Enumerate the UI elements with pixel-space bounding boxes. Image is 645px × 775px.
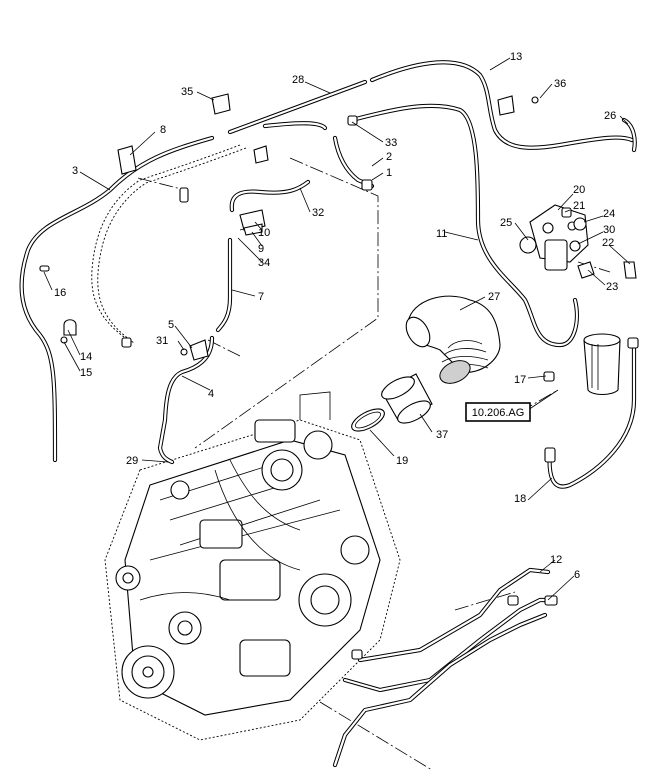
callout-8[interactable]: 8 [160,124,166,136]
callout-5[interactable]: 5 [168,319,174,331]
callout-34[interactable]: 34 [258,257,270,269]
plug-16 [39,265,50,272]
clip-36 [497,95,515,116]
callout-20[interactable]: 20 [573,184,585,196]
callout-16[interactable]: 16 [54,287,66,299]
hose-33 [332,135,375,189]
callout-27[interactable]: 27 [488,291,500,303]
fitting-24 [573,217,587,231]
callout-26[interactable]: 26 [604,110,616,122]
hose-3 [19,135,215,463]
callout-28[interactable]: 28 [292,74,304,86]
callout-18[interactable]: 18 [514,493,526,505]
callout-17[interactable]: 17 [514,374,526,386]
callout-4[interactable]: 4 [208,388,214,400]
callout-25[interactable]: 25 [500,217,512,229]
clamp-14 [63,319,77,336]
hose-18 [547,342,637,489]
callout-13[interactable]: 13 [510,51,522,63]
callout-33[interactable]: 33 [385,137,397,149]
clip-8 [117,145,137,175]
clamp-9 [243,223,263,236]
callout-31[interactable]: 31 [156,335,168,347]
callout-1[interactable]: 1 [386,167,392,179]
intake-elbow-27 [405,295,501,384]
callout-7[interactable]: 7 [258,291,264,303]
hose-dotted-return [91,144,241,341]
pipe-6 [332,612,548,768]
reference-label: 10.206.AG [472,407,525,419]
callout-15[interactable]: 15 [80,367,92,379]
callout-3[interactable]: 3 [72,165,78,177]
fitting-30 [569,240,581,252]
callout-32[interactable]: 32 [312,207,324,219]
hose-28 [227,79,368,135]
clip-35 [211,93,231,115]
callout-2[interactable]: 2 [386,151,392,163]
bolt-31 [180,348,188,356]
bracket-5 [189,339,209,361]
clip-upper [253,145,269,164]
sleeve-37 [381,373,433,424]
hose-13 [369,60,635,150]
pipe-12 [342,567,558,693]
callout-24[interactable]: 24 [603,208,615,220]
callout-numbers: 1 2 3 4 5 6 7 8 9 10 11 12 13 14 15 16 1… [54,51,618,581]
filter-canister [583,333,621,396]
fitting-1 [361,179,373,191]
callout-29[interactable]: 29 [126,455,138,467]
callout-9[interactable]: 9 [258,243,264,255]
callout-leaders [43,57,631,601]
callout-11[interactable]: 11 [436,228,447,240]
fitting-33 [347,115,358,126]
callout-14[interactable]: 14 [80,351,92,363]
callout-35[interactable]: 35 [181,86,193,98]
hose-26 [621,117,637,153]
pipe-32 [229,179,311,213]
callout-37[interactable]: 37 [436,429,448,441]
fitting-21 [561,207,572,218]
callout-21[interactable]: 21 [573,200,585,212]
callout-10[interactable]: 10 [258,227,270,239]
connector-23 [577,261,595,279]
callout-19[interactable]: 19 [396,455,408,467]
reference-label-box[interactable]: 10.206.AG [465,402,531,422]
bolt-15 [60,336,68,344]
sensor-25 [519,236,537,254]
fitting-17 [543,371,555,382]
connector-22 [623,261,637,279]
pipe-7 [215,237,233,333]
callout-36[interactable]: 36 [554,78,566,90]
callout-30[interactable]: 30 [603,224,615,236]
callout-22[interactable]: 22 [602,237,614,249]
clamp-19 [351,408,385,432]
hose-11 [349,103,579,348]
callout-12[interactable]: 12 [550,554,562,566]
filter-head-20 [529,204,589,271]
pipe-4 [157,335,215,465]
callout-6[interactable]: 6 [574,569,580,581]
engine-assembly [104,391,401,741]
callout-23[interactable]: 23 [606,281,618,293]
